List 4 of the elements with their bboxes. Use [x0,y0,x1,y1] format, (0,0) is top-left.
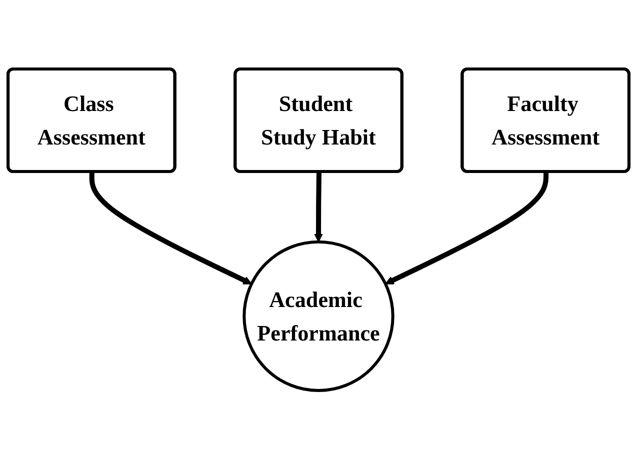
arrow [89,172,252,284]
arrow [314,172,323,242]
arrow [385,172,549,284]
node-circle: Academic Performance [242,240,394,392]
